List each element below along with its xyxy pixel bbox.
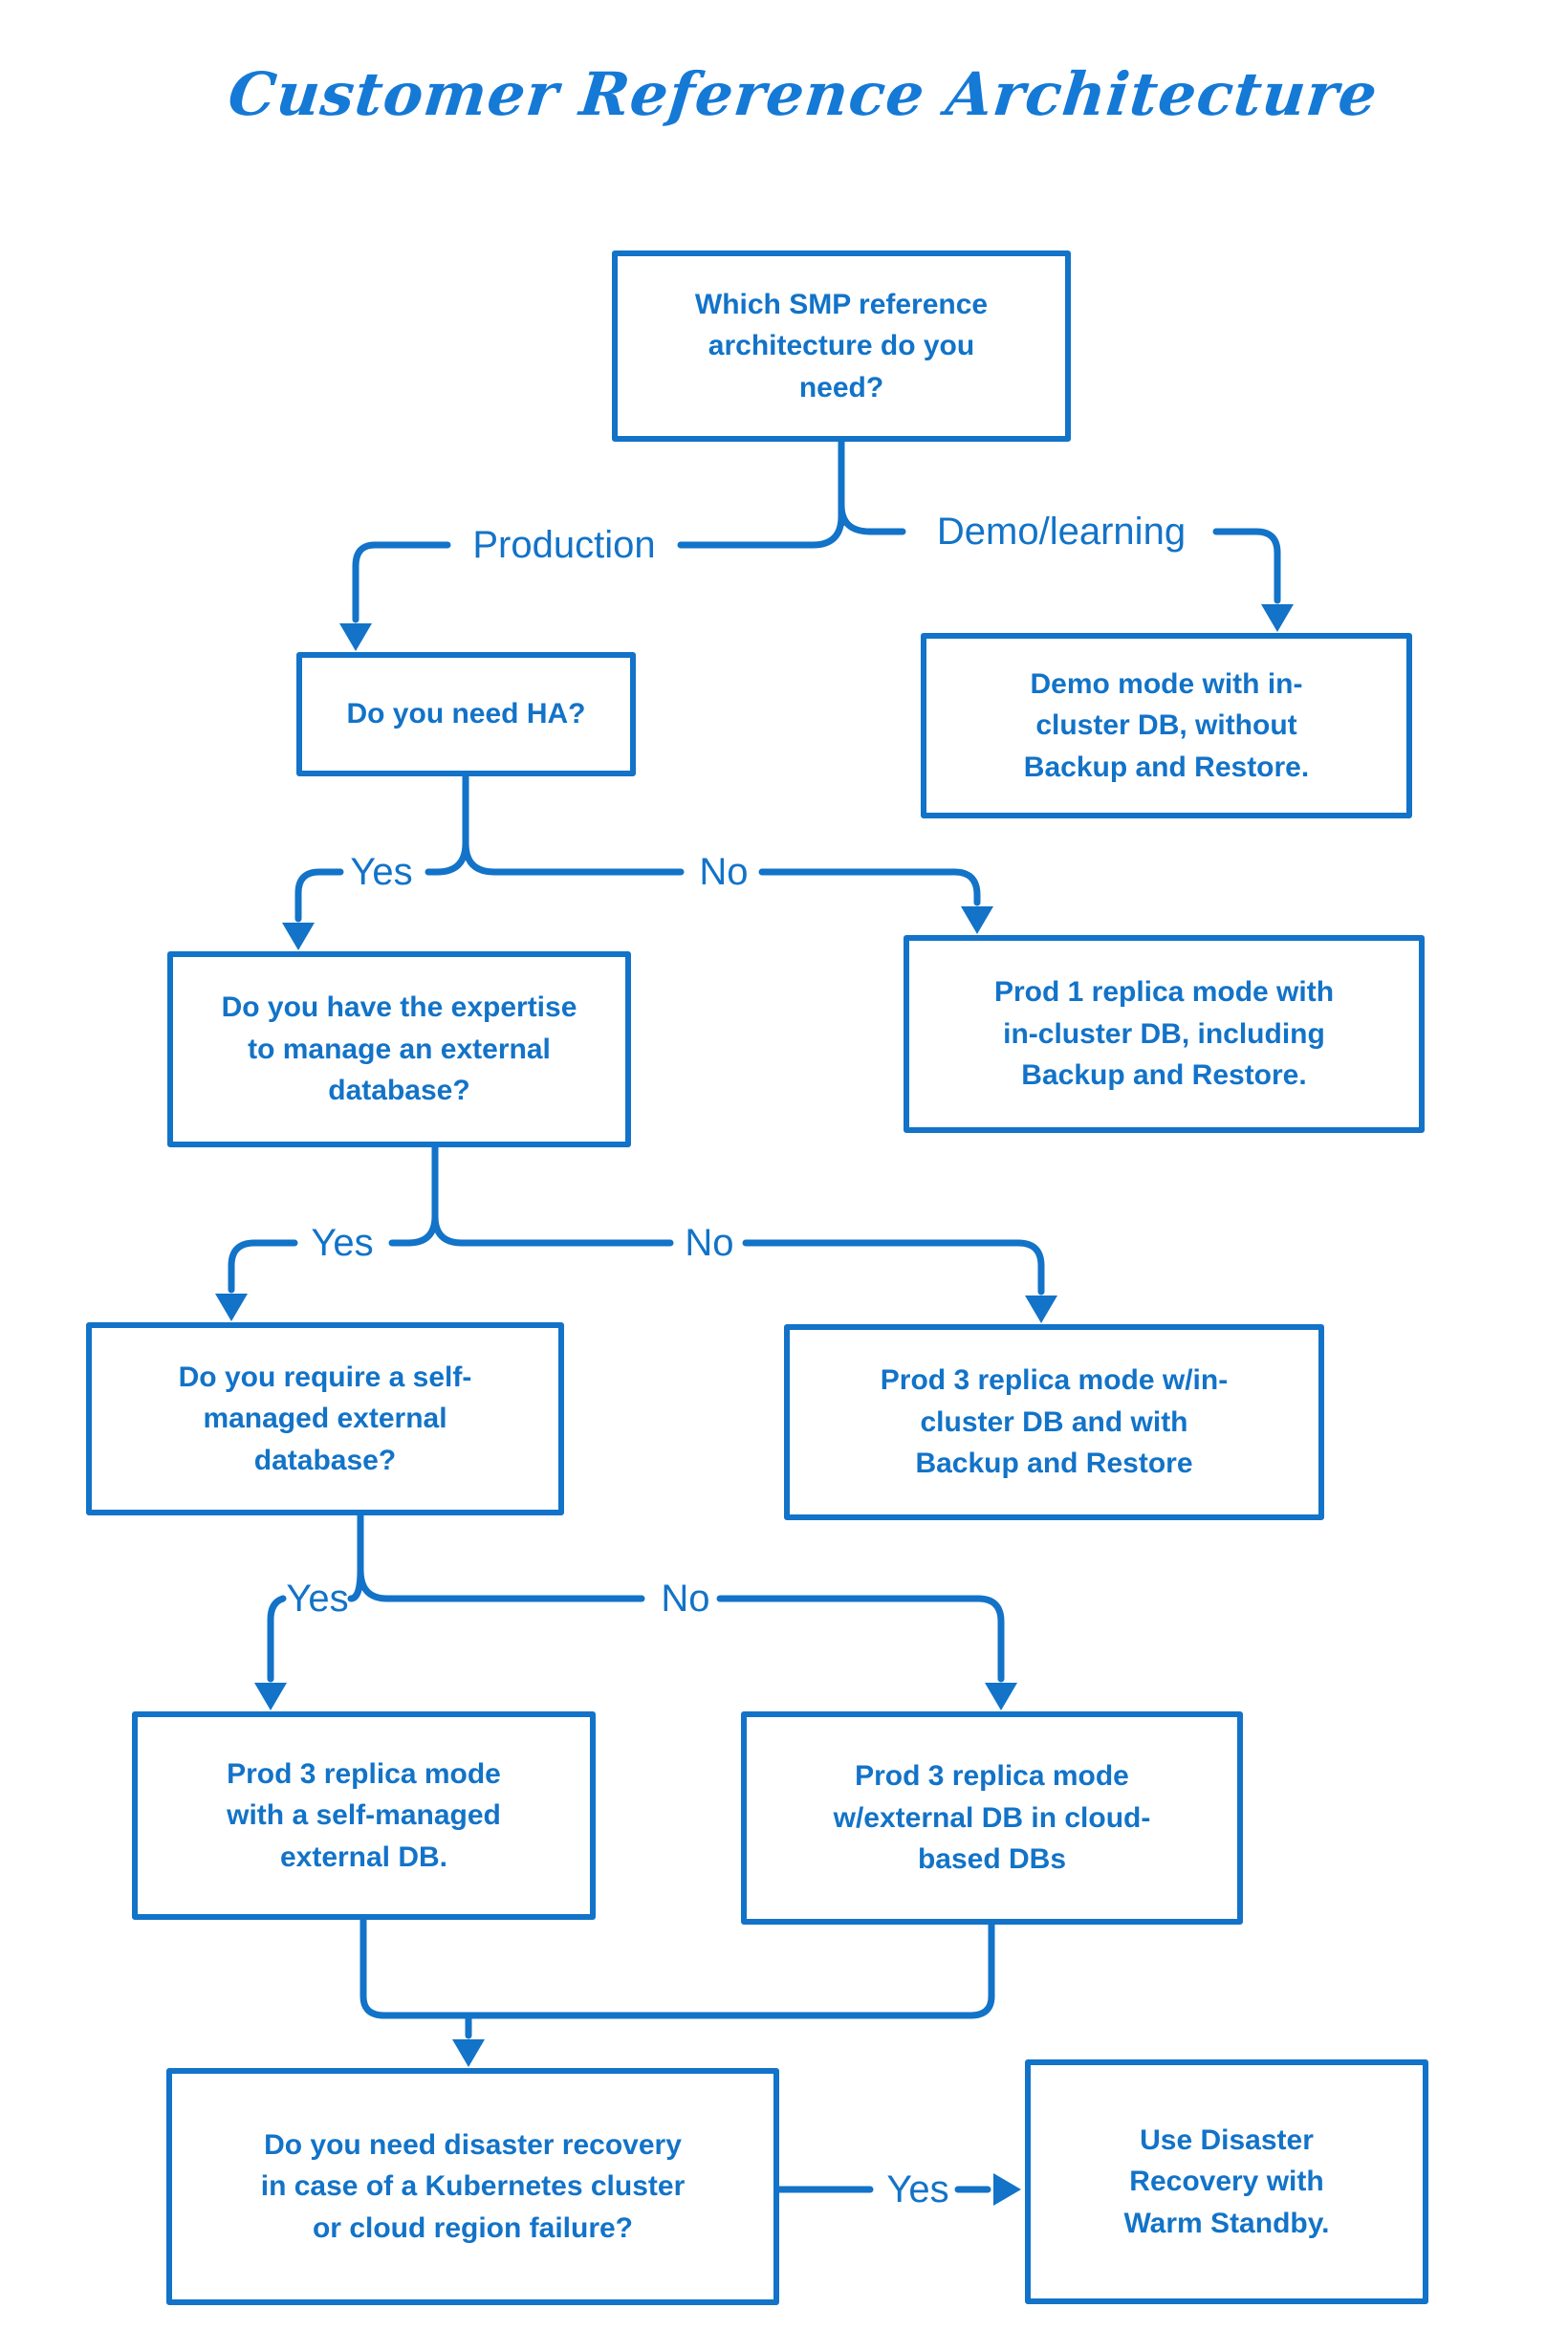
edge-label-selfmanaged-no: No <box>661 1578 710 1620</box>
node-self-managed-db: Do you require a self- managed external … <box>86 1322 564 1515</box>
node-need-ha: Do you need HA? <box>296 652 636 776</box>
edge-merge-left <box>359 1916 472 2019</box>
node-prod3-incluster: Prod 3 replica mode w/in- cluster DB and… <box>784 1324 1324 1520</box>
edge-merge-right <box>465 1921 995 2019</box>
arrow-into-prod1 <box>961 906 993 934</box>
edge-label-dr-yes: Yes <box>886 2168 949 2210</box>
arrow-into-disaster-recovery <box>452 2039 485 2067</box>
edge-arrowheads <box>215 604 1294 2206</box>
arrow-into-selfmanaged <box>215 1294 248 1321</box>
node-prod3-cloud: Prod 3 replica mode w/external DB in clo… <box>741 1711 1243 1925</box>
node-expertise: Do you have the expertise to manage an e… <box>167 951 631 1147</box>
edge-ha-no <box>462 839 981 906</box>
edge-lines <box>228 438 1281 2193</box>
edge-label-ha-no: No <box>699 851 749 893</box>
arrow-into-warm-standby <box>993 2173 1021 2206</box>
edge-selfmanaged-no <box>357 1566 1005 1683</box>
edge-demo-right <box>838 501 1281 604</box>
edge-label-production: Production <box>472 524 656 566</box>
node-demo-mode: Demo mode with in- cluster DB, without B… <box>921 633 1412 818</box>
node-prod3-self-managed: Prod 3 replica mode with a self-managed … <box>132 1711 596 1920</box>
node-prod1-replica: Prod 1 replica mode with in-cluster DB, … <box>904 935 1425 1133</box>
edge-label-selfmanaged-yes: Yes <box>286 1578 349 1620</box>
edge-production-left <box>352 512 845 623</box>
node-disaster-recovery: Do you need disaster recovery in case of… <box>166 2068 779 2305</box>
node-warm-standby: Use Disaster Recovery with Warm Standby. <box>1025 2059 1428 2304</box>
arrow-into-expertise <box>282 923 315 950</box>
edge-label-demo-learning: Demo/learning <box>936 511 1187 553</box>
arrow-into-prod3-self <box>254 1683 287 1710</box>
arrow-into-demo-mode <box>1261 604 1294 632</box>
arrow-into-need-ha <box>339 623 372 651</box>
arrow-into-prod3-incluster <box>1025 1296 1057 1323</box>
arrow-into-prod3-cloud <box>985 1683 1017 1710</box>
edge-label-expertise-no: No <box>685 1222 734 1264</box>
edge-expertise-no <box>431 1212 1045 1296</box>
edge-label-expertise-yes: Yes <box>311 1222 374 1264</box>
node-which-architecture: Which SMP reference architecture do you … <box>612 250 1071 442</box>
edge-label-ha-yes: Yes <box>350 851 413 893</box>
